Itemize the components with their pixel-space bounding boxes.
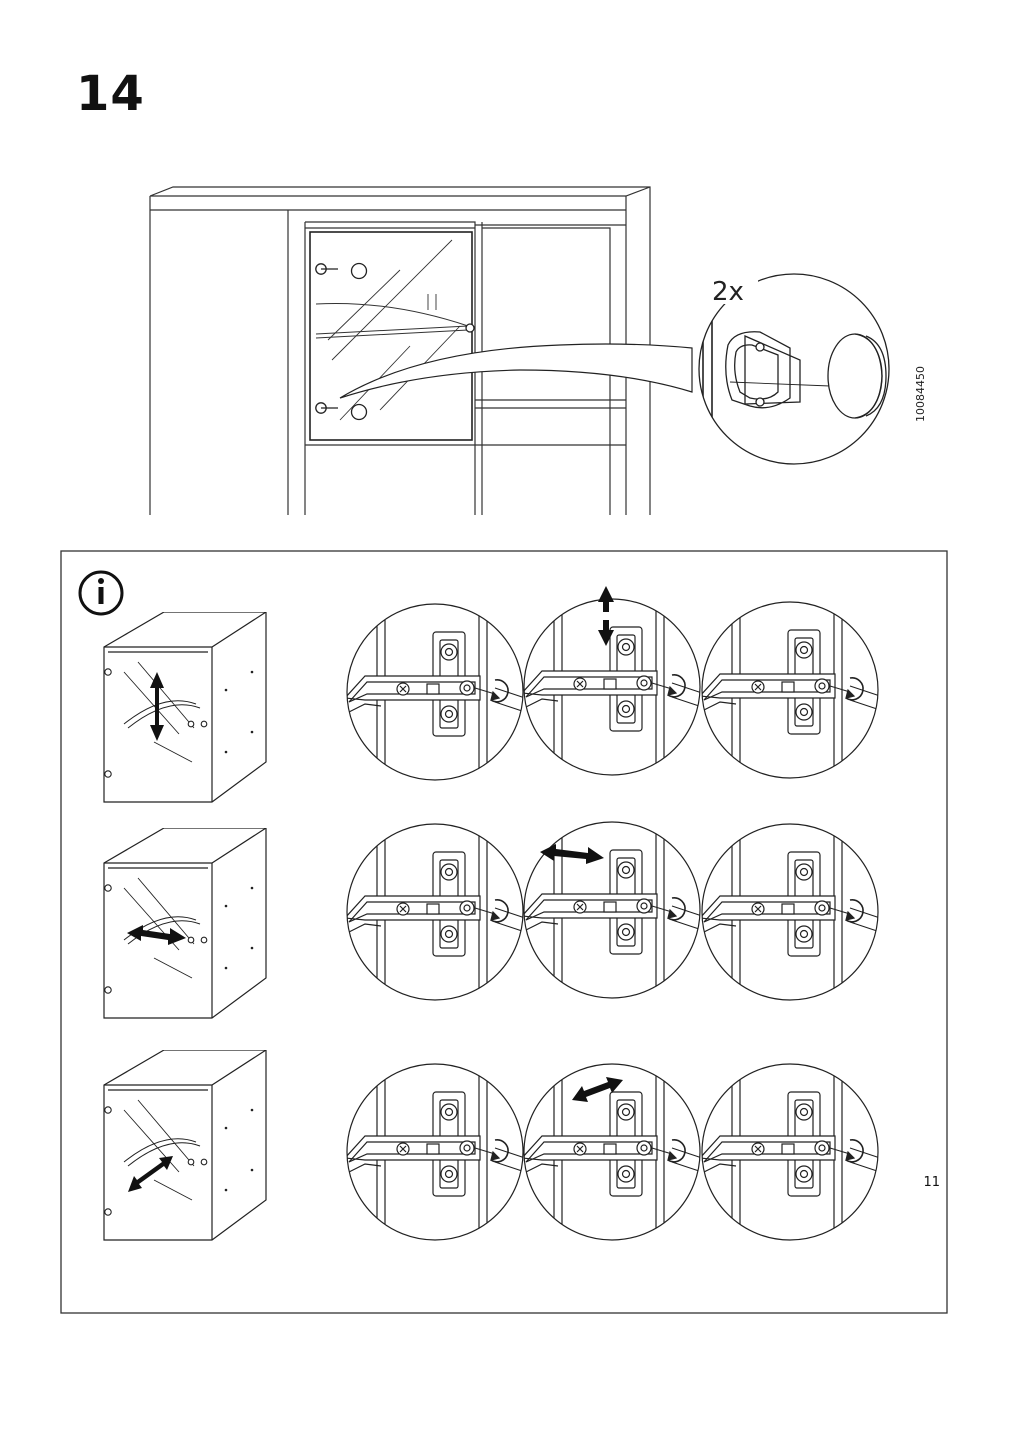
info-box [60, 550, 948, 1314]
arrow-horizontal-icon [127, 925, 186, 945]
arrow-vertical-icon [150, 672, 164, 741]
arrow-diagonal-icon [128, 1156, 173, 1192]
arrow-diagonal-small-icon [572, 1077, 623, 1102]
detail-magnifier [698, 273, 890, 465]
hinge-detail-1-2 [522, 597, 702, 777]
detail-pointer [339, 343, 693, 399]
info-icon [78, 570, 124, 616]
hinge-detail-2-2 [522, 820, 702, 1000]
cabinet-adjust-depth [103, 1050, 267, 1241]
quantity-label: 2x [712, 277, 744, 307]
cabinet-illustration [149, 186, 651, 515]
hinge-detail-2-3 [700, 822, 880, 1002]
step-number: 14 [76, 66, 145, 122]
cabinet-adjust-vertical [103, 612, 267, 803]
hinge-detail-1-1 [345, 602, 525, 782]
arrow-left-right-icon [540, 844, 604, 864]
part-number: 10084450 [914, 366, 927, 422]
hinge-detail-2-1 [345, 822, 525, 1002]
hinge-detail-1-3 [700, 600, 880, 780]
arrow-up-down-icon [598, 586, 614, 646]
hinge-detail-3-3 [700, 1062, 880, 1242]
cabinet-adjust-horizontal [103, 828, 267, 1019]
hinge-detail-3-1 [345, 1062, 525, 1242]
page-number: 11 [923, 1175, 940, 1190]
